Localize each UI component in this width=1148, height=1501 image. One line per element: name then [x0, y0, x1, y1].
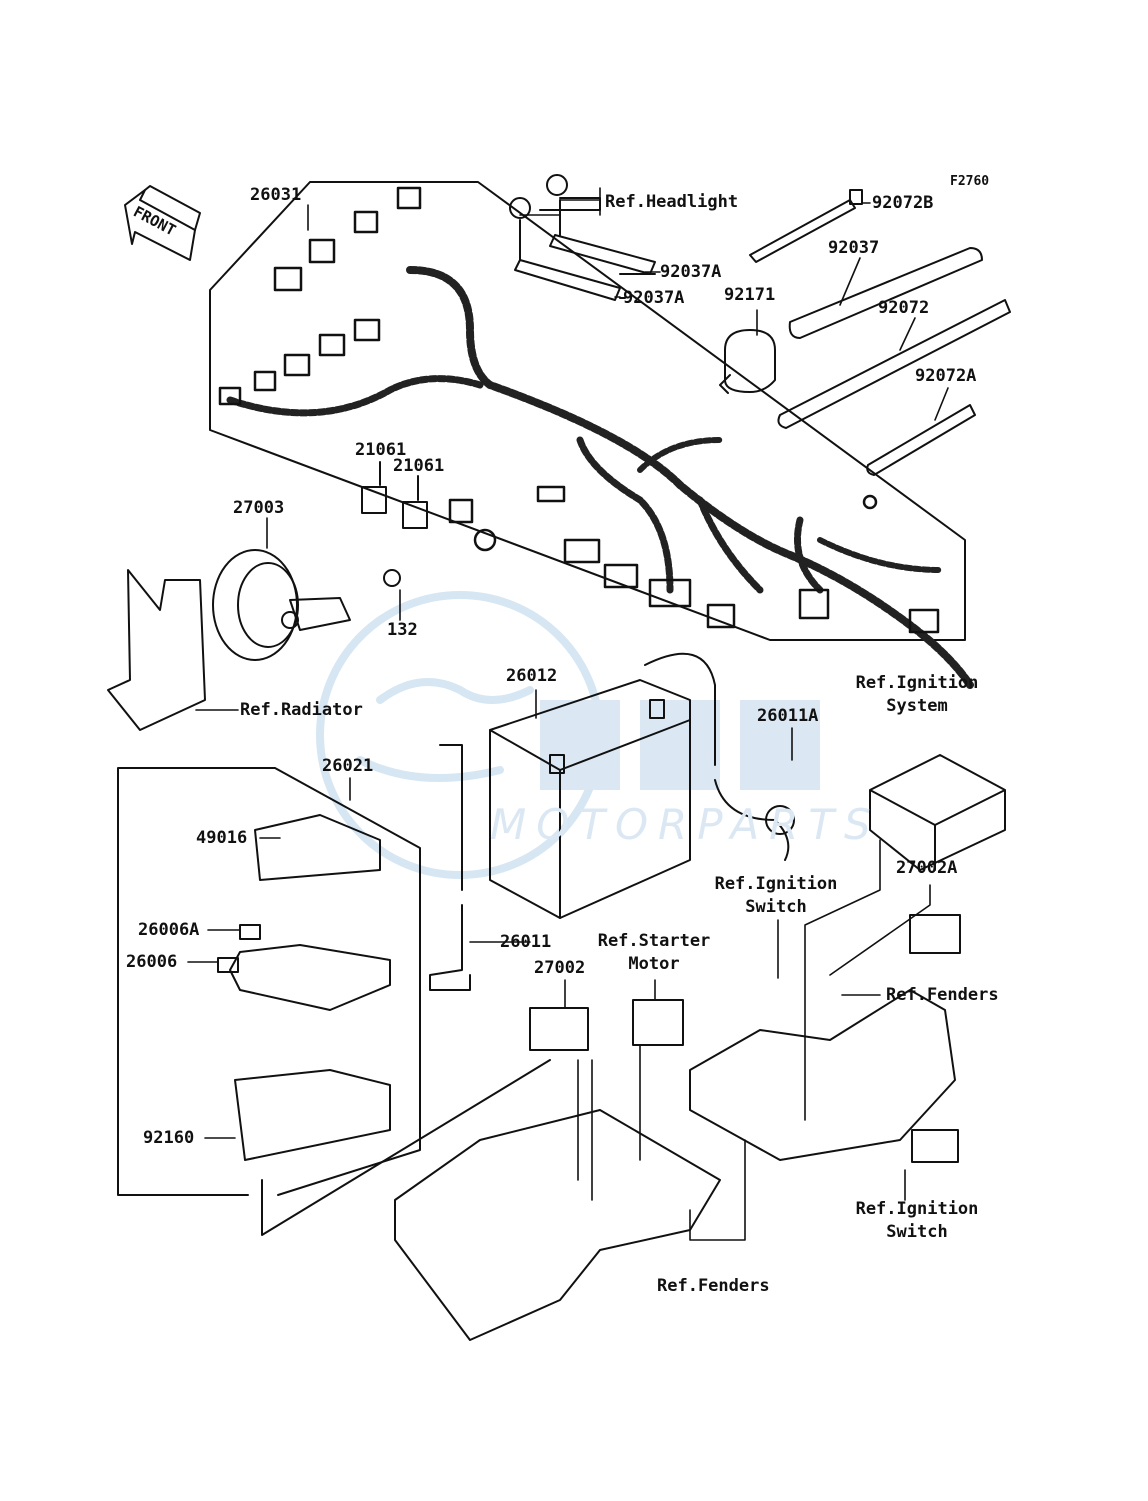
ref-starter-motor-line1[interactable]: Ref.Starter [597, 931, 711, 951]
front-label: FRONT [130, 202, 179, 240]
front-arrow [124, 185, 201, 261]
tie-92072A [866, 404, 976, 476]
ref-ignition-switch-bottom-line2[interactable]: Switch [886, 1222, 948, 1242]
ref-radiator[interactable]: Ref.Radiator [240, 700, 363, 720]
part-27003[interactable]: 27003 [233, 498, 285, 518]
ref-fenders-right[interactable]: Ref.Fenders [886, 985, 999, 1005]
part-26006A[interactable]: 26006A [138, 920, 200, 940]
relay-27002 [529, 1007, 589, 1051]
battery-26012 [489, 679, 691, 919]
diagram-code: F2760 [950, 174, 990, 189]
part-92072B[interactable]: 92072B [872, 193, 934, 213]
ref-ignition-switch-top-line1[interactable]: Ref.Ignition [714, 874, 838, 894]
battery-cable [644, 652, 790, 861]
part-26011[interactable]: 26011 [500, 932, 552, 952]
ref-ignition-system-line2[interactable]: System [886, 696, 948, 716]
ref-ignition-system-line1[interactable]: Ref.Ignition [855, 673, 979, 693]
battery-tray [394, 1109, 721, 1341]
fuse-box-frame [117, 767, 421, 1196]
relay-27002A [909, 914, 961, 954]
part-27002[interactable]: 27002 [534, 958, 586, 978]
part-92072A[interactable]: 92072A [915, 366, 977, 386]
cable-26011 [429, 744, 471, 991]
part-26012[interactable]: 26012 [506, 666, 558, 686]
ref-ignition-switch-bottom-line1[interactable]: Ref.Ignition [855, 1199, 979, 1219]
part-26011A[interactable]: 26011A [757, 706, 819, 726]
leader-lines [187, 187, 949, 1241]
part-92160[interactable]: 92160 [143, 1128, 195, 1148]
ignition-module [869, 754, 1006, 871]
part-92037[interactable]: 92037 [828, 238, 880, 258]
ignition-switch-cover [911, 1129, 959, 1163]
ref-starter-motor-line2[interactable]: Motor [628, 954, 680, 974]
watermark-text: MOTORPARTS [490, 800, 881, 849]
harness-frame [209, 181, 966, 641]
watermark-logo [540, 700, 820, 790]
clip-21061-b [402, 501, 428, 529]
tie-92072 [777, 299, 1011, 429]
part-26021[interactable]: 26021 [322, 756, 374, 776]
radiator-bracket [107, 569, 206, 731]
strap-92037 [788, 247, 983, 339]
part-21061-b[interactable]: 21061 [393, 456, 445, 476]
fuse-box-26021 [217, 814, 391, 1161]
part-92072[interactable]: 92072 [878, 298, 930, 318]
part-92037A-2[interactable]: 92037A [623, 288, 685, 308]
part-26006[interactable]: 26006 [126, 952, 178, 972]
headlight-stays [509, 174, 656, 301]
part-132[interactable]: 132 [387, 620, 418, 640]
ref-ignition-switch-top-line2[interactable]: Switch [745, 897, 807, 917]
part-92171[interactable]: 92171 [724, 285, 776, 305]
part-21061-a[interactable]: 21061 [355, 440, 407, 460]
part-27002A[interactable]: 27002A [896, 858, 958, 878]
clip-21061-a [361, 486, 387, 514]
clamp-92171 [719, 329, 776, 394]
rear-fender-section [689, 989, 956, 1161]
part-26031[interactable]: 26031 [250, 185, 302, 205]
wiring-harness-26031 [218, 186, 974, 689]
horn-27003 [212, 549, 401, 661]
ref-fenders-bottom[interactable]: Ref.Fenders [657, 1276, 770, 1296]
ref-headlight[interactable]: Ref.Headlight [605, 192, 739, 212]
starter-relay [632, 999, 684, 1046]
part-49016[interactable]: 49016 [196, 828, 248, 848]
part-92037A-1[interactable]: 92037A [660, 262, 722, 282]
tie-92072B [749, 189, 863, 263]
